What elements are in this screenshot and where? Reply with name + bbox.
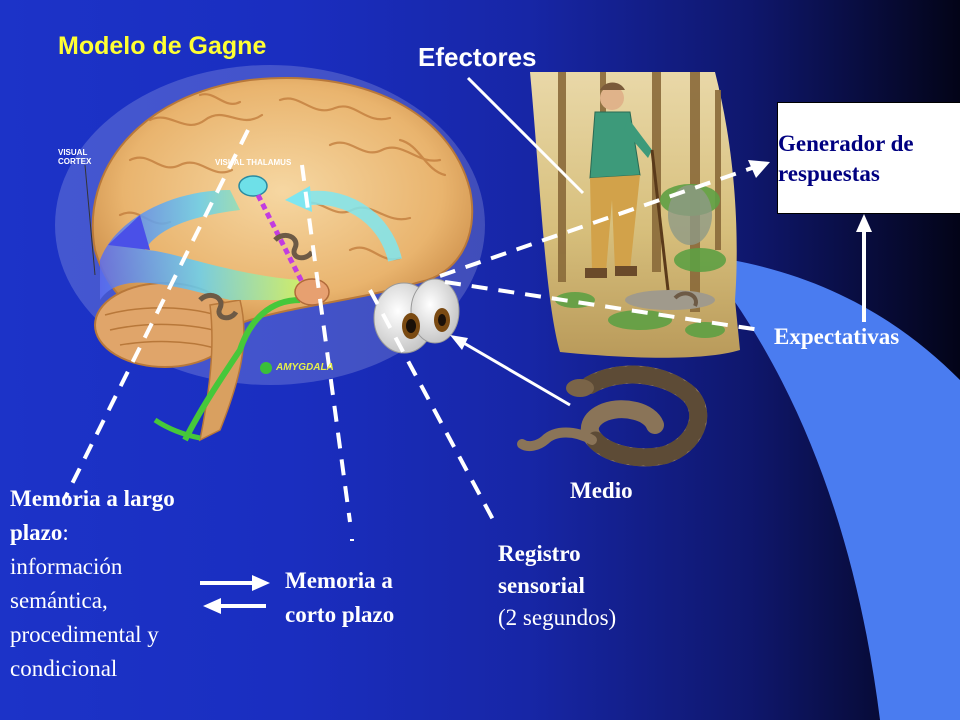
brain-illustration [55, 65, 485, 442]
registro-line3: (2 segundos) [498, 605, 617, 630]
eyes-illustration [373, 278, 460, 354]
registro-line1: Registro [498, 541, 581, 566]
light-band [700, 255, 960, 720]
memoria-largo-line6: condicional [10, 656, 118, 681]
snake-illustration [517, 365, 708, 467]
memoria-largo-line2: plazo [10, 520, 63, 545]
expectativas-label: Expectativas [774, 324, 900, 349]
efectores-label: Efectores [418, 42, 537, 72]
memoria-corto-label: Memoria a corto plazo [285, 564, 394, 632]
generador-line1: Generador de [778, 131, 914, 156]
memoria-largo-label: Memoria a largo plazo: información semán… [10, 482, 175, 686]
memoria-corto-line1: Memoria a [285, 568, 393, 593]
memoria-largo-line4: semántica, [10, 588, 108, 613]
amygdala-label: AMYGDALA [276, 362, 334, 373]
memoria-largo-line3: información [10, 554, 123, 579]
memoria-largo-line1: Memoria a largo [10, 486, 175, 511]
memoria-largo-line5: procedimental y [10, 622, 159, 647]
registro-line2: sensorial [498, 573, 585, 598]
memoria-corto-line2: corto plazo [285, 602, 395, 627]
generador-box: Generador de respuestas [777, 102, 960, 214]
visual-thalamus-label: VISUAL THALAMUS [215, 158, 292, 167]
visual-cortex-label: VISUAL CORTEX [58, 148, 92, 166]
registro-sensorial-label: Registro sensorial (2 segundos) [498, 538, 616, 634]
forest-illustration [530, 72, 740, 358]
slide-title: Modelo de Gagne [58, 32, 267, 60]
medio-label: Medio [570, 478, 633, 503]
connectors [63, 76, 872, 614]
generador-line2: respuestas [778, 161, 880, 186]
memoria-largo-colon: : [62, 520, 69, 545]
